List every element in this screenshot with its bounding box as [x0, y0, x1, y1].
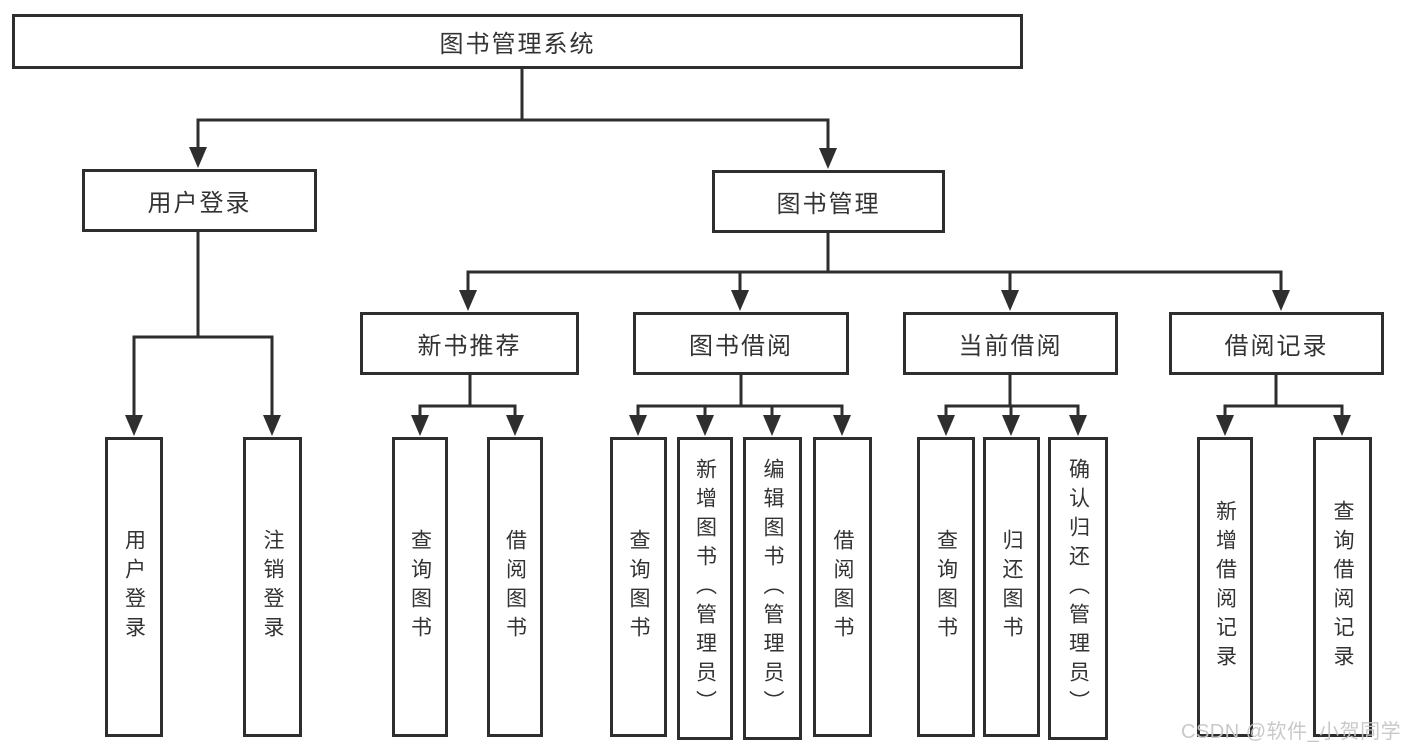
leaf-recommend-borrow-books: 借阅图书 [487, 437, 543, 737]
node-user-login: 用户登录 [82, 169, 317, 232]
leaf-borrow-query-books: 查询图书 [610, 437, 667, 737]
node-book-borrow: 图书借阅 [633, 312, 849, 375]
connector-current-borrow-branch [944, 372, 1080, 420]
connector-new-book-branch [418, 372, 517, 420]
node-book-management: 图书管理 [712, 170, 945, 233]
leaf-return-books: 归还图书 [983, 437, 1040, 737]
leaf-borrow-books: 借阅图书 [813, 437, 872, 737]
node-current-borrow: 当前借阅 [903, 312, 1118, 375]
leaf-add-books-admin: 新增图书（管理员） [677, 437, 733, 740]
leaf-add-borrow-record: 新增借阅记录 [1197, 437, 1253, 737]
leaf-edit-books-admin: 编辑图书（管理员） [743, 437, 802, 740]
leaf-logout: 注销登录 [243, 437, 302, 737]
connector-user-login-branch [132, 230, 274, 420]
leaf-current-query-books: 查询图书 [917, 437, 975, 737]
node-root-system: 图书管理系统 [12, 14, 1023, 69]
connector-book-management-branch [466, 231, 1283, 295]
node-new-book-recommend: 新书推荐 [360, 312, 579, 375]
connector-book-borrow-branch [636, 372, 844, 420]
leaf-confirm-return-admin: 确认归还（管理员） [1048, 437, 1108, 740]
leaf-query-borrow-record: 查询借阅记录 [1313, 437, 1372, 737]
leaf-recommend-query-books: 查询图书 [392, 437, 448, 737]
node-borrow-records: 借阅记录 [1169, 312, 1384, 375]
connector-borrow-records-branch [1223, 372, 1344, 420]
arrowheads [125, 147, 1351, 436]
connector-root-to-level2 [196, 67, 830, 152]
leaf-user-login: 用户登录 [105, 437, 163, 737]
csdn-watermark: CSDN @软件_小贺同学 [1181, 721, 1402, 743]
